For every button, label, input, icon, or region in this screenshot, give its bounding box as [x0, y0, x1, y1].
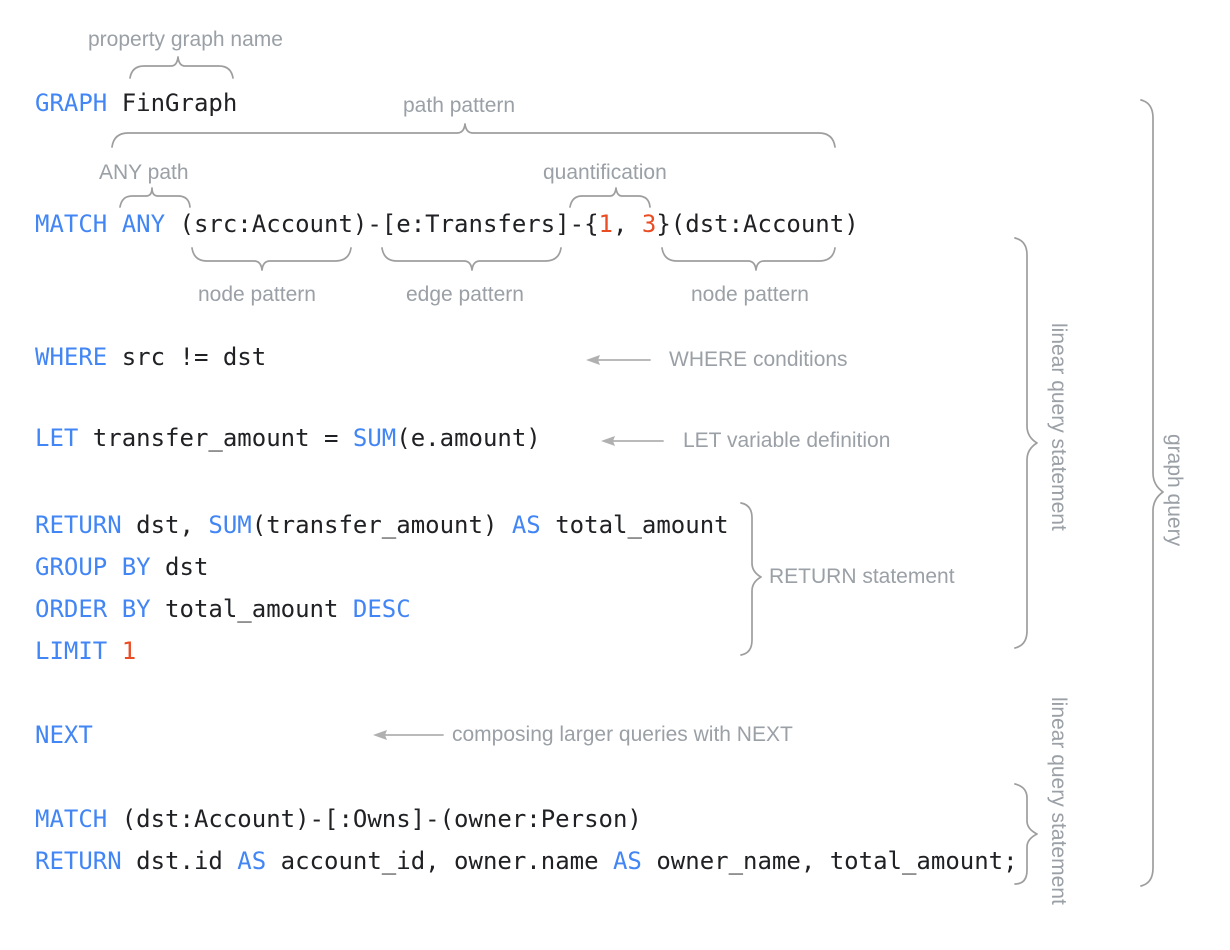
- code-line-group-by: GROUP BY dst: [35, 552, 208, 582]
- code-token: GRAPH: [35, 89, 108, 117]
- code-token: AS: [511, 511, 541, 539]
- label-quantification: quantification: [543, 161, 667, 184]
- code-token: DESC: [352, 595, 411, 623]
- code-token: LIMIT: [35, 637, 108, 665]
- code-token: 3: [641, 210, 657, 238]
- label-where-conditions: WHERE conditions: [669, 348, 848, 371]
- code-token: RETURN: [35, 511, 122, 539]
- code-token: dst: [150, 553, 209, 581]
- brace-node-pattern-left: [191, 247, 352, 271]
- brace-path-pattern: [111, 123, 836, 148]
- label-linear-query-statement-2: linear query statement: [1047, 697, 1070, 905]
- code-token: account_id, owner.name: [266, 847, 613, 875]
- label-node-pattern-left: node pattern: [198, 283, 316, 306]
- code-token: AS: [237, 847, 267, 875]
- code-token: SUM: [208, 511, 252, 539]
- code-token: AS: [612, 847, 642, 875]
- label-linear-query-statement-1: linear query statement: [1047, 323, 1070, 531]
- code-line-match: MATCH ANY (src:Account)-[e:Transfers]-{1…: [35, 209, 859, 239]
- code-token: ,: [613, 210, 642, 238]
- label-path-pattern: path pattern: [403, 94, 516, 117]
- label-node-pattern-right: node pattern: [691, 283, 809, 306]
- arrow-let-variable-definition: [601, 436, 664, 446]
- code-line-where: WHERE src != dst: [35, 342, 266, 372]
- code-line-match-2: MATCH (dst:Account)-[:Owns]-(owner:Perso…: [35, 804, 642, 834]
- code-token: MATCH: [35, 805, 108, 833]
- code-token: RETURN: [35, 847, 122, 875]
- code-token: dst.id: [121, 847, 238, 875]
- code-line-next: NEXT: [35, 720, 93, 750]
- code-token: 1: [598, 210, 613, 238]
- code-token: src != dst: [107, 343, 267, 371]
- brace-node-pattern-right: [661, 247, 836, 271]
- code-token: GROUP BY: [35, 553, 151, 581]
- code-token: owner_name, total_amount;: [641, 847, 1018, 875]
- brace-graph-query: [1140, 99, 1164, 887]
- brace-any-path: [119, 187, 191, 208]
- code-token: MATCH: [35, 210, 108, 238]
- code-line-graph: GRAPH FinGraph: [35, 88, 237, 118]
- arrow-composing-next: [373, 730, 444, 740]
- code-token: FinGraph: [107, 89, 238, 117]
- label-return-statement: RETURN statement: [769, 565, 955, 588]
- code-token: (e.amount): [396, 424, 541, 452]
- label-let-variable-definition: LET variable definition: [683, 429, 891, 452]
- code-line-return-2: RETURN dst.id AS account_id, owner.name …: [35, 846, 1018, 876]
- code-token: WHERE: [35, 343, 108, 371]
- code-token: LET: [35, 424, 79, 452]
- label-graph-query: graph query: [1163, 434, 1186, 547]
- brace-linear-query-statement-2: [1014, 783, 1038, 885]
- brace-quantification: [569, 187, 651, 208]
- code-token: (transfer_amount): [251, 511, 512, 539]
- code-token: }(dst:Account): [656, 210, 859, 238]
- code-line-order-by: ORDER BY total_amount DESC: [35, 594, 411, 624]
- code-token: 1: [121, 637, 137, 665]
- code-token: SUM: [352, 424, 397, 452]
- code-token: (src:Account)-[e:Transfers]-{: [165, 210, 599, 238]
- label-edge-pattern: edge pattern: [406, 283, 524, 306]
- arrow-where-conditions: [586, 355, 651, 365]
- code-token: total_amount: [540, 511, 729, 539]
- label-property-graph-name: property graph name: [88, 28, 283, 51]
- code-token: NEXT: [35, 721, 93, 749]
- code-token: ANY: [121, 210, 166, 238]
- label-composing-next: composing larger queries with NEXT: [452, 723, 793, 746]
- code-token: dst,: [121, 511, 209, 539]
- code-token: [107, 210, 121, 238]
- code-token: [107, 637, 121, 665]
- brace-linear-query-statement-1: [1014, 237, 1038, 649]
- code-line-limit: LIMIT 1: [35, 636, 136, 666]
- code-token: ORDER BY: [35, 595, 151, 623]
- code-token: (dst:Account)-[:Owns]-(owner:Person): [107, 805, 642, 833]
- brace-property-graph-name: [129, 56, 234, 79]
- brace-return-statement: [740, 502, 762, 656]
- brace-edge-pattern: [381, 247, 562, 271]
- code-line-let: LET transfer_amount = SUM(e.amount): [35, 423, 541, 453]
- code-line-return: RETURN dst, SUM(transfer_amount) AS tota…: [35, 510, 729, 540]
- code-token: transfer_amount =: [78, 424, 353, 452]
- label-any-path: ANY path: [99, 161, 189, 184]
- code-token: total_amount: [150, 595, 353, 623]
